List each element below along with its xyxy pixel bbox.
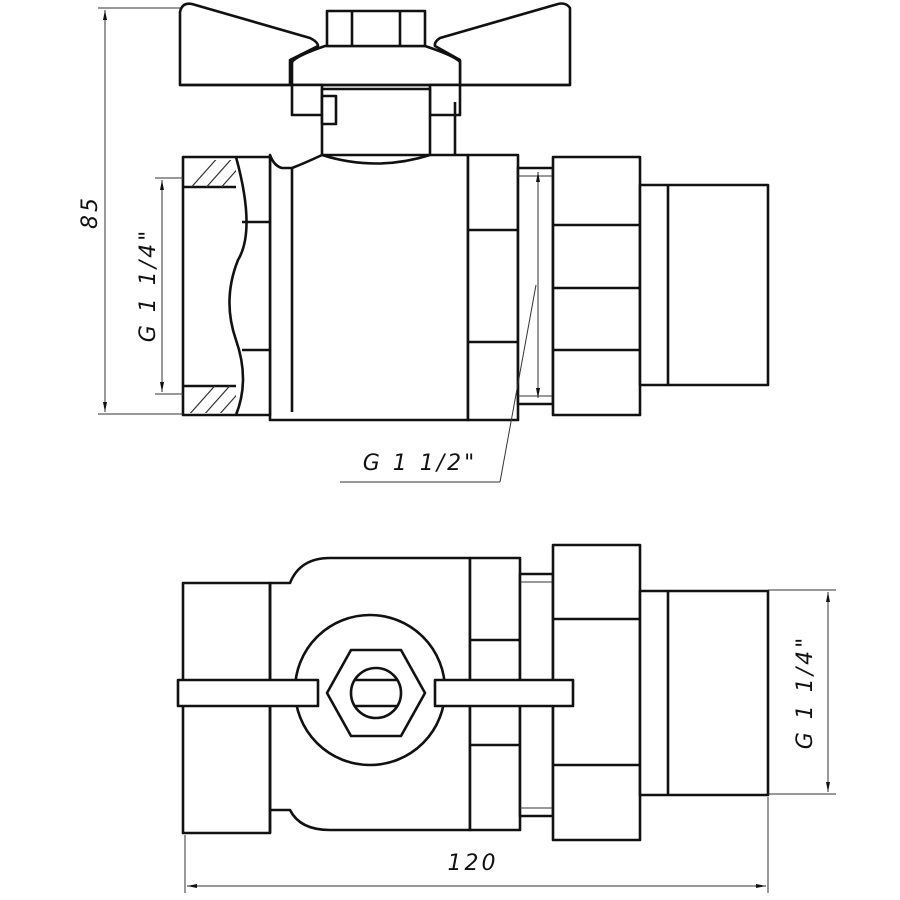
side-view: 85 G 1 1/4" G 1 1/2" <box>78 2 770 483</box>
union-nut <box>551 155 642 417</box>
body-hex <box>466 153 520 422</box>
dimension-outlet-thread: G 1 1/4" <box>793 635 818 750</box>
handle-hub <box>290 44 462 87</box>
butterfly-handle <box>178 2 320 87</box>
plan-view: G 1 1/4" 120 <box>176 543 836 893</box>
handle-wing-right <box>433 678 575 708</box>
butterfly-handle-right <box>433 2 572 87</box>
dimension-union-thread: G 1 1/2" <box>363 451 478 476</box>
stem <box>320 87 432 157</box>
dimension-length: 120 <box>448 851 499 876</box>
inlet-end <box>181 155 272 417</box>
outlet-thread-plan <box>638 589 770 797</box>
outlet-thread <box>638 183 770 387</box>
dimension-height: 85 <box>78 195 103 229</box>
inlet-end-plan <box>181 581 272 835</box>
dimension-inlet-thread: G 1 1/4" <box>136 228 161 343</box>
section-hatch <box>190 160 236 187</box>
handle-wing-left <box>176 678 320 708</box>
handle-nut <box>325 9 427 48</box>
stem-bracket <box>290 83 324 117</box>
valve-body <box>268 153 470 422</box>
